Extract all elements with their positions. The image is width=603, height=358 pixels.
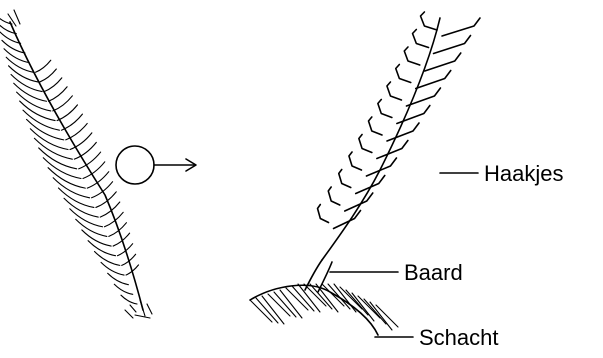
feather-barb-left [82, 230, 111, 246]
barb-detail-drawing [305, 12, 480, 292]
feather-quill-end [125, 300, 152, 318]
hook-right [442, 18, 480, 36]
hook-right [397, 106, 430, 124]
feather-barb-left [114, 284, 132, 294]
feather-barb-right [70, 133, 92, 150]
feather-barb-left [101, 262, 124, 275]
hook-left [404, 47, 420, 65]
hook-left [318, 205, 329, 223]
feather-barb-right [79, 152, 101, 169]
hook-left [396, 65, 411, 83]
feather-barbs [0, 15, 139, 304]
feather-barb-left [70, 209, 103, 227]
hook-right [425, 53, 461, 71]
magnify-circle [116, 146, 154, 184]
hook-right [345, 193, 373, 211]
feather-barb-left [121, 295, 137, 304]
hook-left [378, 100, 392, 118]
hook-left [369, 117, 383, 135]
feather-barb-right [48, 87, 67, 101]
barbule-hooks [318, 12, 480, 229]
shaft-hatch-line [316, 284, 338, 312]
shaft-hatch-line [298, 284, 320, 312]
barb-rachis [322, 18, 440, 260]
feather-barb-right [44, 78, 62, 92]
hook-left [421, 12, 438, 30]
hook-right [356, 176, 385, 194]
feather-barb-left [76, 219, 107, 236]
hook-left [349, 152, 362, 170]
feather-barb-left [11, 74, 42, 91]
magnify-indicator [116, 146, 196, 184]
hook-right [434, 36, 471, 54]
shaft-section [250, 284, 398, 335]
feather-barb-left [108, 273, 129, 284]
hook-left [339, 170, 351, 188]
feather-barb-right [105, 212, 124, 226]
shaft-outline [250, 285, 378, 335]
feather-barb-right [40, 69, 56, 82]
hook-left [328, 187, 340, 205]
hook-left [387, 82, 402, 100]
feather-barb-right [36, 60, 51, 72]
feather-drawing [0, 10, 152, 318]
label-hooks: Haakjes [484, 161, 563, 186]
shaft-hatch-line [328, 284, 350, 309]
feather-shaft [10, 22, 143, 310]
hook-left [359, 135, 372, 153]
hook-left [413, 30, 429, 48]
label-shaft: Schacht [419, 325, 499, 350]
feather-barb-right [109, 223, 127, 237]
hook-right [387, 123, 419, 141]
feather-barb-left [9, 66, 38, 82]
label-barb: Baard [404, 260, 463, 285]
